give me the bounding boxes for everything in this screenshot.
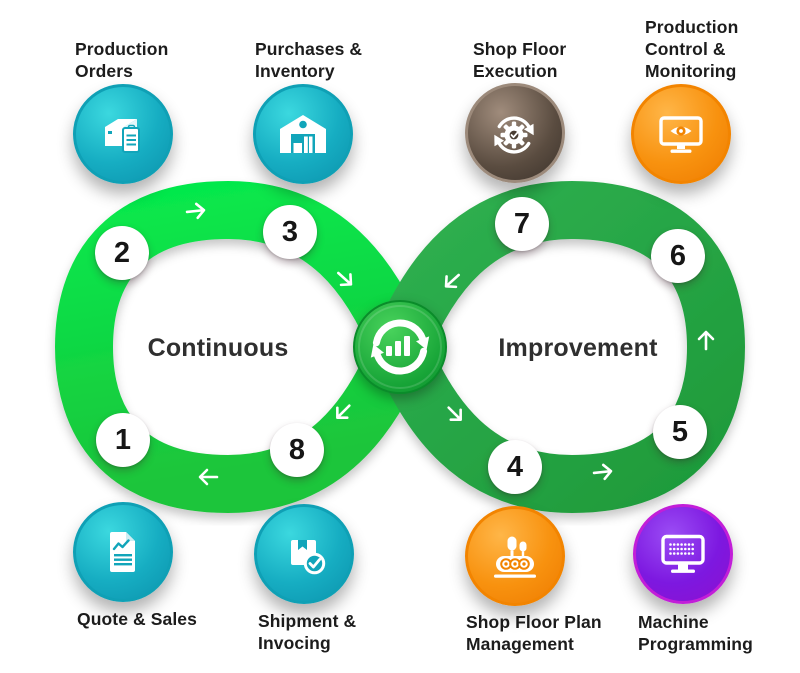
left-loop-label: Continuous (147, 334, 289, 362)
step-6-number: 6 (669, 239, 687, 272)
step-5-badge: 5 (653, 405, 707, 459)
production-orders-label: Production Orders (75, 39, 169, 82)
step-2-number: 2 (113, 236, 131, 269)
production-control-monitoring-label: Production Control & Monitoring (645, 17, 739, 82)
gear-sync-icon (465, 83, 565, 183)
arrow-center-to-8-icon (336, 404, 351, 419)
arrow-2-to-3-icon (185, 202, 206, 220)
shipment-invoicing-label: Shipment & Invocing (258, 611, 357, 654)
step-4-badge: 4 (488, 440, 542, 494)
step-7-number: 7 (513, 207, 531, 240)
monitor-dots-icon (633, 504, 733, 604)
step-1-number: 1 (114, 423, 132, 456)
step-7-badge: 7 (495, 197, 549, 251)
arrow-center-to-4-icon (447, 406, 462, 421)
arrow-5-to-6-icon (697, 330, 715, 351)
right-loop-label: Improvement (498, 334, 658, 362)
step-2-badge: 2 (95, 226, 149, 280)
step-5-number: 5 (671, 415, 689, 448)
quote-sales-label: Quote & Sales (77, 609, 197, 629)
sync-bars-icon (353, 300, 447, 394)
box-clipboard-icon (73, 84, 173, 184)
step-3-badge: 3 (263, 205, 317, 259)
monitor-eye-icon (631, 84, 731, 184)
step-8-badge: 8 (270, 423, 324, 477)
arrow-4-to-5-icon (592, 463, 613, 481)
step-3-number: 3 (281, 215, 299, 248)
arrow-8-to-1-icon (198, 468, 219, 486)
step-8-number: 8 (288, 433, 306, 466)
sales-document-icon (73, 502, 173, 602)
step-4-number: 4 (506, 450, 524, 483)
arrow-7-to-center-icon (444, 273, 460, 289)
warehouse-icon (253, 84, 353, 184)
step-6-badge: 6 (651, 229, 705, 283)
purchases-inventory-label: Purchases & Inventory (255, 39, 363, 82)
factory-machine-icon (465, 506, 565, 606)
shop-floor-plan-management-label: Shop Floor Plan Management (466, 612, 602, 655)
machine-programming-label: Machine Programming (638, 612, 753, 655)
package-check-icon (254, 504, 354, 604)
arrow-3-to-center-icon (337, 271, 353, 287)
step-1-badge: 1 (96, 413, 150, 467)
shop-floor-execution-label: Shop Floor Execution (473, 39, 567, 82)
